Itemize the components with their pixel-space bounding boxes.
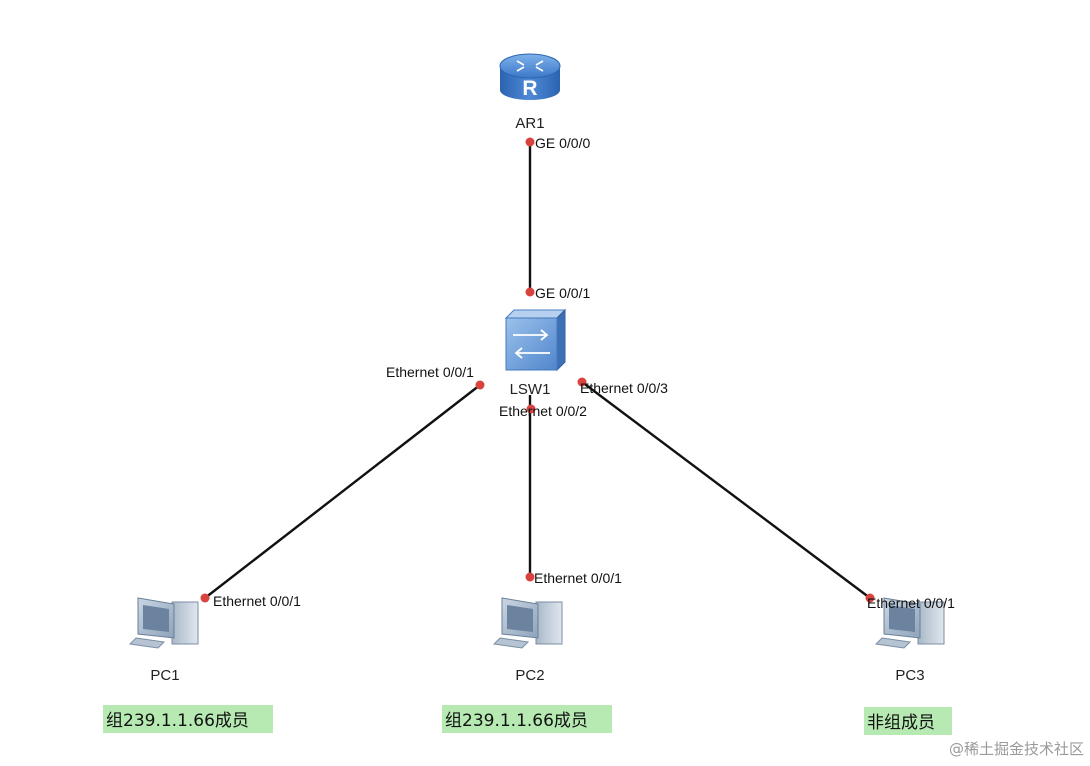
port-dot-ar1-ge000[interactable] bbox=[525, 137, 535, 147]
port-label-lsw1-eth001: Ethernet 0/0/1 bbox=[386, 364, 474, 380]
pc-icon bbox=[492, 597, 563, 649]
group-label-pc3: 非组成员 bbox=[867, 713, 935, 733]
pc-icon bbox=[128, 597, 199, 649]
pc-icon bbox=[874, 597, 945, 649]
port-dots bbox=[200, 137, 875, 603]
pc1[interactable]: PC1 bbox=[128, 597, 199, 684]
port-dot-lsw1-ge001[interactable] bbox=[525, 287, 535, 297]
links bbox=[204, 142, 871, 599]
group-highlight-pc2 bbox=[442, 705, 612, 733]
watermark: @稀土掘金技术社区 bbox=[949, 740, 1084, 758]
router-ar1[interactable]: R AR1 bbox=[499, 53, 561, 132]
pc2[interactable]: PC2 bbox=[492, 597, 563, 684]
port-dot-pc2-eth001[interactable] bbox=[525, 572, 535, 582]
pc3[interactable]: PC3 bbox=[874, 597, 945, 684]
port-label-ar1-ge000: GE 0/0/0 bbox=[535, 135, 590, 151]
router-glyph: R bbox=[522, 77, 537, 100]
port-label-lsw1-eth002: Ethernet 0/0/2 bbox=[499, 403, 587, 419]
port-dot-pc1-eth001[interactable] bbox=[200, 593, 210, 603]
pc2-label: PC2 bbox=[515, 667, 544, 684]
port-label-pc2-eth001: Ethernet 0/0/1 bbox=[534, 570, 622, 586]
switch-icon bbox=[504, 308, 567, 372]
port-label-lsw1-eth003: Ethernet 0/0/3 bbox=[580, 380, 668, 396]
link-lsw1-pc1[interactable] bbox=[204, 384, 481, 599]
group-highlight-pc1 bbox=[103, 705, 273, 733]
switch-lsw1[interactable]: LSW1 bbox=[504, 308, 567, 398]
pc3-label: PC3 bbox=[895, 667, 924, 684]
port-label-lsw1-ge001: GE 0/0/1 bbox=[535, 285, 590, 301]
port-dot-lsw1-eth002[interactable] bbox=[526, 404, 536, 414]
port-dot-pc3-eth001[interactable] bbox=[865, 593, 875, 603]
router-label: AR1 bbox=[515, 115, 544, 132]
link-lsw1-pc3[interactable] bbox=[581, 381, 871, 599]
group-labels: 组239.1.1.66成员 组239.1.1.66成员 非组成员 bbox=[103, 705, 952, 735]
group-highlight-pc3 bbox=[864, 707, 952, 735]
group-label-pc2: 组239.1.1.66成员 bbox=[445, 711, 588, 731]
group-label-pc1: 组239.1.1.66成员 bbox=[106, 711, 249, 731]
port-dot-lsw1-eth001[interactable] bbox=[475, 380, 485, 390]
router-icon: R bbox=[499, 53, 561, 100]
pc1-label: PC1 bbox=[150, 667, 179, 684]
port-labels: GE 0/0/0 GE 0/0/1 Ethernet 0/0/1 Etherne… bbox=[213, 135, 955, 611]
port-label-pc1-eth001: Ethernet 0/0/1 bbox=[213, 593, 301, 609]
port-dot-lsw1-eth003[interactable] bbox=[577, 377, 587, 387]
port-label-pc3-eth001: Ethernet 0/0/1 bbox=[867, 595, 955, 611]
switch-label: LSW1 bbox=[510, 381, 551, 398]
